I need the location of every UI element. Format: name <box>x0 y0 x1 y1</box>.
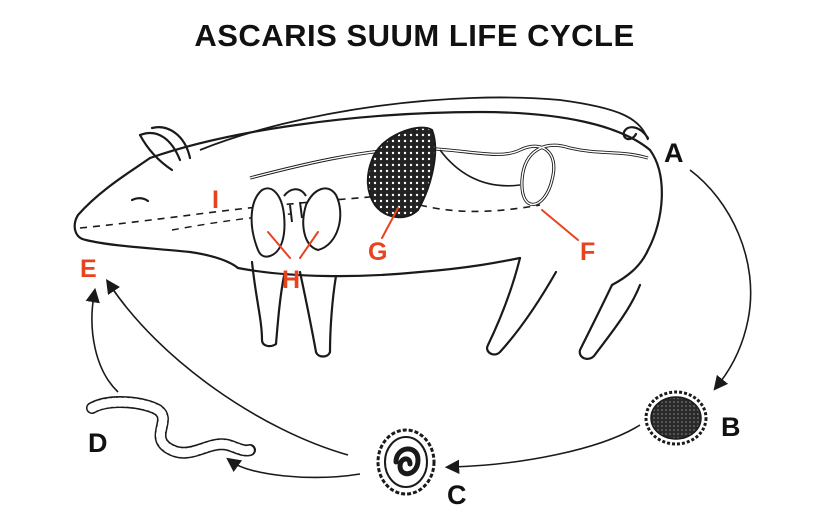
label-e: E <box>80 255 97 284</box>
liver-shape <box>368 128 435 218</box>
label-b: B <box>721 412 741 443</box>
label-a: A <box>664 138 684 169</box>
egg-c-illustration <box>378 430 434 494</box>
label-c: C <box>447 480 467 511</box>
label-g: G <box>368 238 387 267</box>
lungs-shape <box>252 188 341 256</box>
larva-d-illustration <box>92 402 250 453</box>
diagram-title: ASCARIS SUUM LIFE CYCLE <box>0 18 829 54</box>
label-h: H <box>282 266 300 295</box>
label-d: D <box>88 428 108 459</box>
label-i: I <box>212 186 219 215</box>
label-f: F <box>580 238 595 267</box>
egg-b-illustration <box>646 392 706 444</box>
